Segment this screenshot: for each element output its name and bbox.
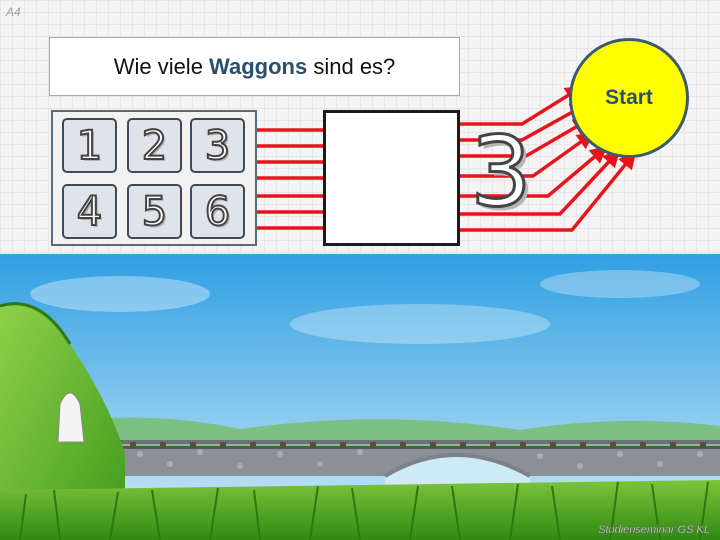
footer-credit: Studienseminar GS KL — [598, 524, 710, 537]
key-2[interactable]: 2 — [127, 118, 182, 173]
key-1[interactable]: 1 — [62, 118, 117, 173]
question-text-suffix: sind es? — [307, 53, 396, 79]
slide-label: A4 — [6, 5, 21, 19]
key-5[interactable]: 5 — [127, 184, 182, 239]
landscape-scene — [0, 254, 720, 540]
rail-near — [120, 446, 720, 449]
result-digit: 3 — [469, 116, 533, 228]
tunnel-opening — [57, 392, 85, 443]
bridge-arch — [385, 455, 530, 490]
start-button[interactable]: Start — [569, 38, 689, 158]
question-box: Wie viele Waggons sind es? — [49, 37, 460, 96]
key-6[interactable]: 6 — [190, 184, 245, 239]
grass — [0, 480, 720, 540]
key-3[interactable]: 3 — [190, 118, 245, 173]
question-text-prefix: Wie viele — [113, 53, 210, 79]
key-4[interactable]: 4 — [62, 184, 117, 239]
number-keypad: 1 2 3 4 5 6 — [51, 110, 257, 246]
question-keyword: Waggons — [209, 53, 308, 79]
start-label: Start — [605, 86, 653, 109]
answer-box[interactable] — [323, 110, 460, 246]
rail-far — [120, 440, 720, 444]
